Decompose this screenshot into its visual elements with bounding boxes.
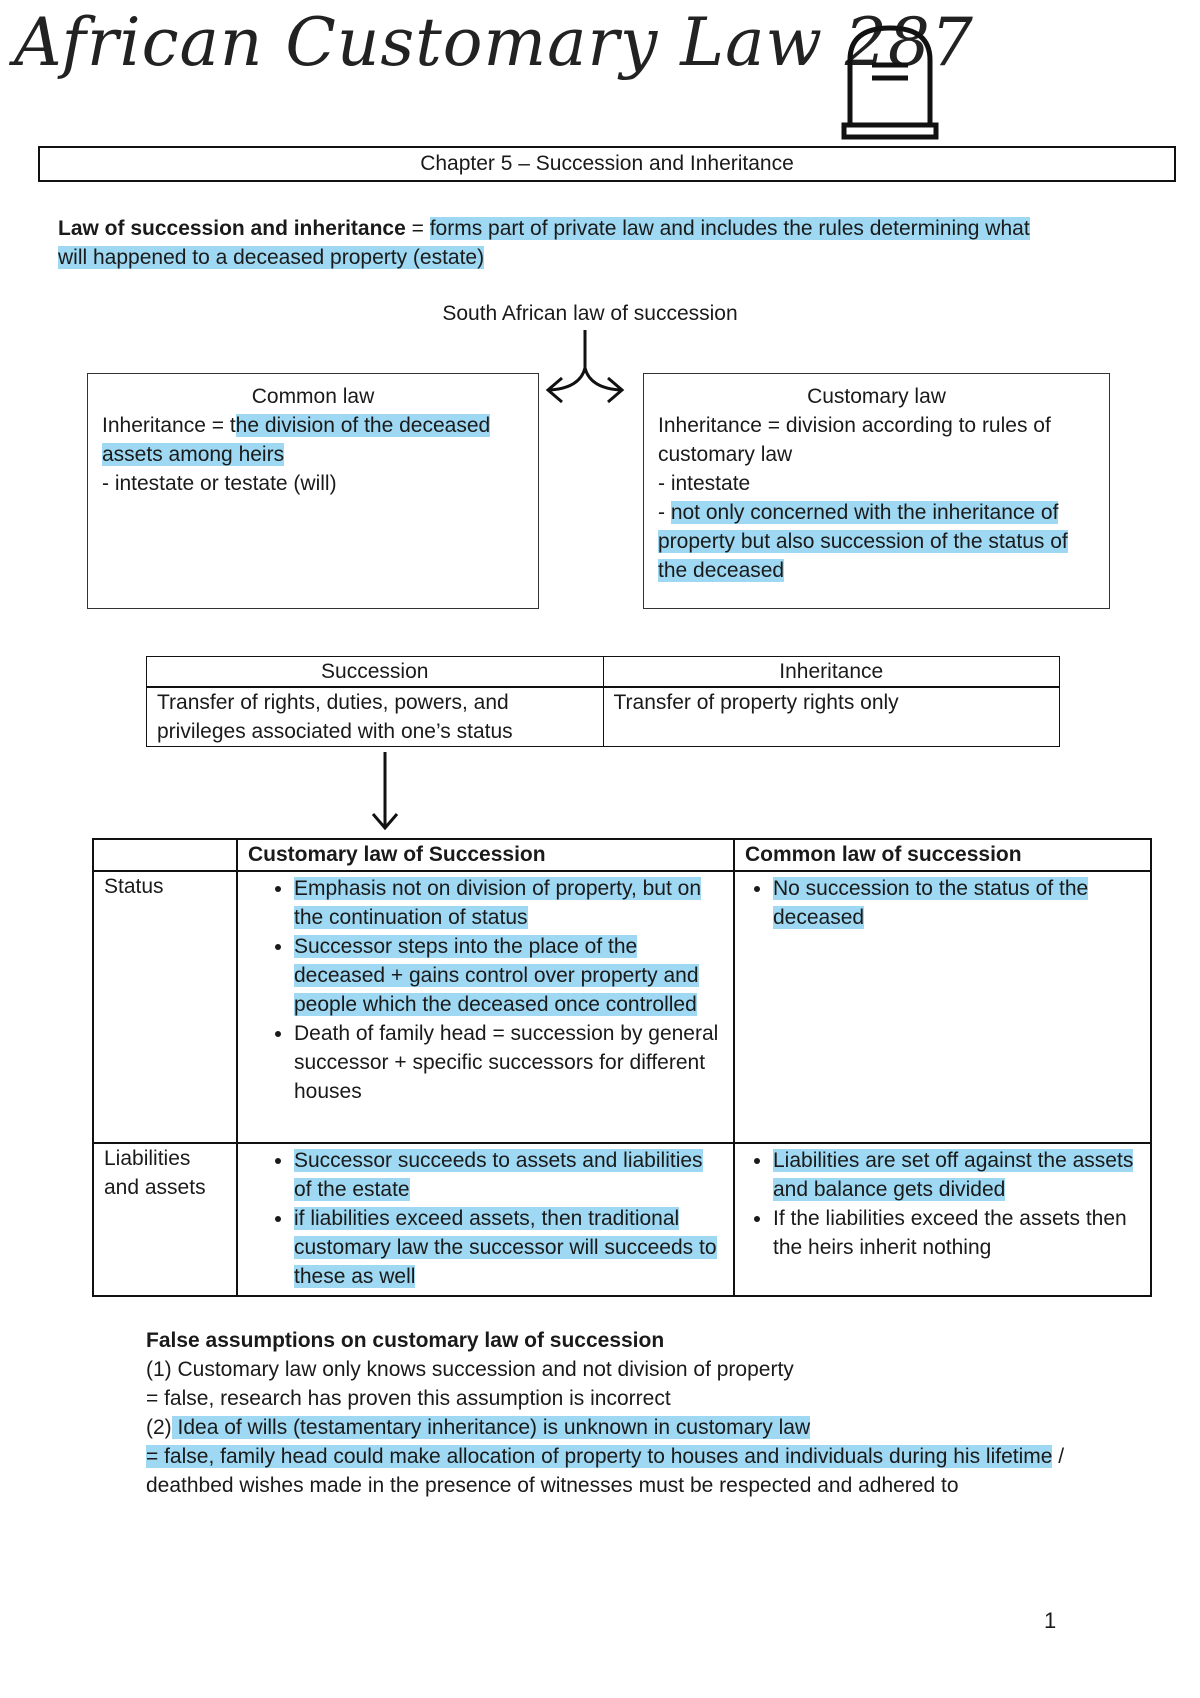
customary-law-scope-highlight: not only concerned with the inheritance … xyxy=(658,501,1068,582)
document-title: African Customary Law 287 xyxy=(14,4,974,81)
assumption-2-answer: = false, family head could make allocati… xyxy=(146,1442,1066,1500)
common-law-inheritance: Inheritance = the division of the deceas… xyxy=(102,411,524,469)
list-item: Liabilities are set off against the asse… xyxy=(773,1146,1140,1204)
status-customary-cell: Emphasis not on division of property, bu… xyxy=(236,870,735,1144)
list-item-text: Successor steps into the place of the de… xyxy=(294,935,699,1016)
common-law-title: Common law xyxy=(251,385,375,408)
header-customary: Customary law of Succession xyxy=(236,838,735,872)
row-label-status: Status xyxy=(92,870,238,1144)
intro-definition: Law of succession and inheritance = form… xyxy=(58,214,1038,272)
term: Law of succession and inheritance xyxy=(58,217,406,240)
page-number: 1 xyxy=(1044,1608,1057,1633)
table-row: Status Emphasis not on division of prope… xyxy=(92,870,1152,1144)
common-law-type: - intestate or testate (will) xyxy=(102,472,337,495)
customary-law-title: Customary law xyxy=(807,385,946,408)
comparison-table: Customary law of Succession Common law o… xyxy=(92,838,1152,1297)
inheritance-header: Inheritance xyxy=(602,656,1060,688)
false-assumptions-section: False assumptions on customary law of su… xyxy=(146,1326,1066,1500)
assumption-2-answer-rest: / deathbed wishes made in the presence o… xyxy=(146,1445,1065,1497)
header-empty xyxy=(92,838,238,872)
equals: = xyxy=(405,217,430,240)
diagram-root-label: South African law of succession xyxy=(442,302,738,325)
fork-arrow-icon xyxy=(545,330,625,404)
tombstone-icon xyxy=(841,25,939,140)
liabilities-common-cell: Liabilities are set off against the asse… xyxy=(733,1142,1152,1297)
assumption-2-prefix: (2) xyxy=(146,1416,172,1439)
list-item-text: Death of family head = succession by gen… xyxy=(294,1022,719,1103)
list-item: Death of family head = succession by gen… xyxy=(294,1019,723,1106)
assumption-2: (2) Idea of wills (testamentary inherita… xyxy=(146,1413,1066,1442)
list-item: If the liabilities exceed the assets the… xyxy=(773,1204,1140,1262)
assumption-1: (1) Customary law only knows succession … xyxy=(146,1358,794,1381)
list-item: Successor steps into the place of the de… xyxy=(294,932,723,1019)
chapter-heading: Chapter 5 – Succession and Inheritance xyxy=(38,146,1176,182)
assumption-2-highlight: Idea of wills (testamentary inheritance)… xyxy=(171,1416,811,1439)
list-item-text: If the liabilities exceed the assets the… xyxy=(773,1207,1127,1259)
down-arrow-icon xyxy=(371,752,399,831)
list-item-text: Emphasis not on division of property, bu… xyxy=(294,877,702,929)
list-item: Emphasis not on division of property, bu… xyxy=(294,874,723,932)
succession-header: Succession xyxy=(146,656,604,688)
list-item-text: if liabilities exceed assets, then tradi… xyxy=(294,1207,717,1288)
customary-law-scope-prefix: - xyxy=(658,501,671,524)
common-law-inheritance-prefix: Inheritance = t xyxy=(102,414,236,437)
customary-law-inheritance: Inheritance = division according to rule… xyxy=(658,414,1051,466)
common-law-box: Common law Inheritance = the division of… xyxy=(87,373,539,609)
list-item: if liabilities exceed assets, then tradi… xyxy=(294,1204,723,1291)
customary-law-box: Customary law Inheritance = division acc… xyxy=(643,373,1110,609)
list-item: No succession to the status of the decea… xyxy=(773,874,1140,932)
assumption-2-answer-highlight: = false, family head could make allocati… xyxy=(146,1445,1053,1468)
succession-inheritance-table: Succession Inheritance Transfer of right… xyxy=(146,656,1060,747)
false-assumptions-heading: False assumptions on customary law of su… xyxy=(146,1329,665,1352)
header-common: Common law of succession xyxy=(733,838,1152,872)
inheritance-cell: Transfer of property rights only xyxy=(602,686,1060,747)
status-common-cell: No succession to the status of the decea… xyxy=(733,870,1152,1144)
liabilities-customary-cell: Successor succeeds to assets and liabili… xyxy=(236,1142,735,1297)
list-item-text: Successor succeeds to assets and liabili… xyxy=(294,1149,703,1201)
succession-cell: Transfer of rights, duties, powers, and … xyxy=(146,686,604,747)
customary-law-type: - intestate xyxy=(658,472,751,495)
list-item: Successor succeeds to assets and liabili… xyxy=(294,1146,723,1204)
table-row: Liabilities and assets Successor succeed… xyxy=(92,1142,1152,1297)
assumption-1-answer: = false, research has proven this assump… xyxy=(146,1387,671,1410)
customary-law-scope: - not only concerned with the inheritanc… xyxy=(658,498,1095,585)
row-label-liabilities: Liabilities and assets xyxy=(92,1142,238,1297)
list-item-text: Liabilities are set off against the asse… xyxy=(773,1149,1134,1201)
list-item-text: No succession to the status of the decea… xyxy=(773,877,1089,929)
